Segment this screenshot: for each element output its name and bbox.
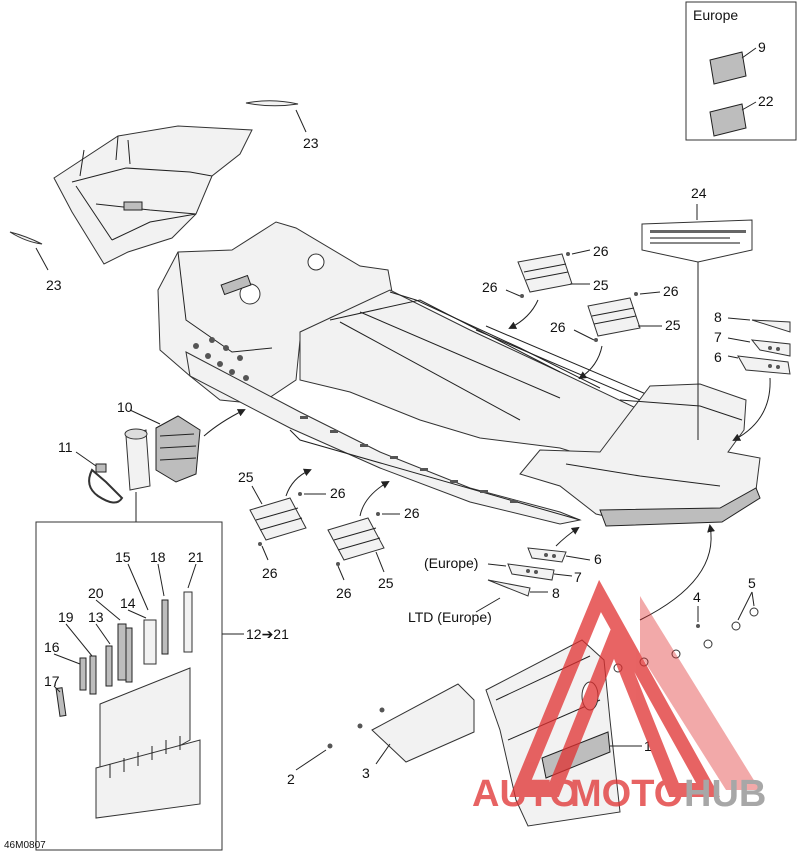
callout-5: 5	[748, 575, 756, 591]
watermark-hub: HUB	[684, 773, 766, 815]
reflectors-right: 8 7 6	[714, 309, 791, 441]
tool-14	[143, 619, 157, 665]
chassis-holes	[193, 337, 518, 503]
callout-26-h: 26	[336, 585, 352, 601]
footrest-lower-a: 25 26 26	[238, 468, 346, 581]
europe-note: (Europe)	[424, 555, 478, 571]
callout-26-g: 26	[404, 505, 420, 521]
callout-2: 2	[287, 771, 295, 787]
callout-26-d: 26	[550, 319, 566, 335]
callout-25-a: 25	[593, 277, 609, 293]
callout-22: 22	[758, 93, 774, 109]
callout-6-a: 6	[714, 349, 722, 365]
callout-15: 15	[115, 549, 131, 565]
callout-25-d: 25	[378, 575, 394, 591]
callout-12-21: 12➔21	[246, 626, 289, 642]
footrest-upper-a: 26 25 26	[482, 243, 609, 329]
footrest-upper-b: 26 25 26	[550, 283, 681, 380]
diagram-code: 46M0807	[4, 840, 46, 851]
callout-26-c: 26	[663, 283, 679, 299]
callout-8-b: 8	[552, 585, 560, 601]
decal-24: 24	[641, 185, 753, 440]
callout-26-b: 26	[482, 279, 498, 295]
plate-3: 3	[362, 683, 475, 781]
reflectors-lower: 6 7 8 (Europe) LTD (Europe)	[408, 524, 716, 625]
callout-21: 21	[188, 549, 204, 565]
fasteners-2: 2	[287, 707, 385, 787]
callout-23-top: 23	[303, 135, 319, 151]
belly-pan	[53, 125, 253, 265]
tool-20	[125, 627, 133, 683]
watermark-logo-shape	[509, 579, 720, 797]
callout-26-a: 26	[593, 243, 609, 259]
tool-kit-inset: 12➔21 15 18 21 20 14 19 13 16 17	[35, 492, 289, 851]
callout-4: 4	[693, 589, 701, 605]
tool-bag: 10	[117, 399, 246, 491]
decal-23-top: 23	[245, 100, 319, 151]
tool-19	[89, 655, 97, 695]
callout-25-c: 25	[238, 469, 254, 485]
ltd-europe-note: LTD (Europe)	[408, 609, 492, 625]
tool-18	[161, 599, 169, 655]
callout-19: 19	[58, 609, 74, 625]
europe-inset-title: Europe	[693, 7, 738, 23]
watermark-auto: AUTO	[472, 773, 579, 815]
tool-13b	[117, 623, 127, 681]
footrest-lower-b: 26 26 25	[327, 480, 420, 601]
callout-7-a: 7	[714, 329, 722, 345]
callout-9: 9	[758, 39, 766, 55]
callout-1: 1	[644, 738, 652, 754]
callout-17: 17	[44, 673, 60, 689]
callout-26-f: 26	[262, 565, 278, 581]
callout-18: 18	[150, 549, 166, 565]
decal-23-left: 23	[9, 231, 62, 293]
callout-24: 24	[691, 185, 707, 201]
callout-25-b: 25	[665, 317, 681, 333]
callout-16: 16	[44, 639, 60, 655]
reflector-9	[709, 51, 747, 85]
callout-3: 3	[362, 765, 370, 781]
reflector-22	[709, 103, 747, 137]
callout-13: 13	[88, 609, 104, 625]
tool-17	[55, 687, 67, 717]
tool-16	[79, 657, 87, 691]
callout-14: 14	[120, 595, 136, 611]
europe-inset: Europe 9 22	[685, 1, 797, 141]
callout-8-a: 8	[714, 309, 722, 325]
callout-6-b: 6	[594, 551, 602, 567]
tool-strap: 11	[58, 439, 124, 504]
watermark-moto: MOTO	[570, 773, 683, 815]
tool-21	[183, 591, 193, 653]
callout-11: 11	[58, 439, 73, 455]
callout-20: 20	[88, 585, 104, 601]
callout-10: 10	[117, 399, 133, 415]
callout-7-b: 7	[574, 569, 582, 585]
autmotohub-watermark: AUTO MOTO HUB	[472, 579, 766, 815]
callout-26-e: 26	[330, 485, 346, 501]
tool-13a	[105, 645, 113, 687]
chassis-frame	[157, 221, 761, 527]
callout-23-left: 23	[46, 277, 62, 293]
